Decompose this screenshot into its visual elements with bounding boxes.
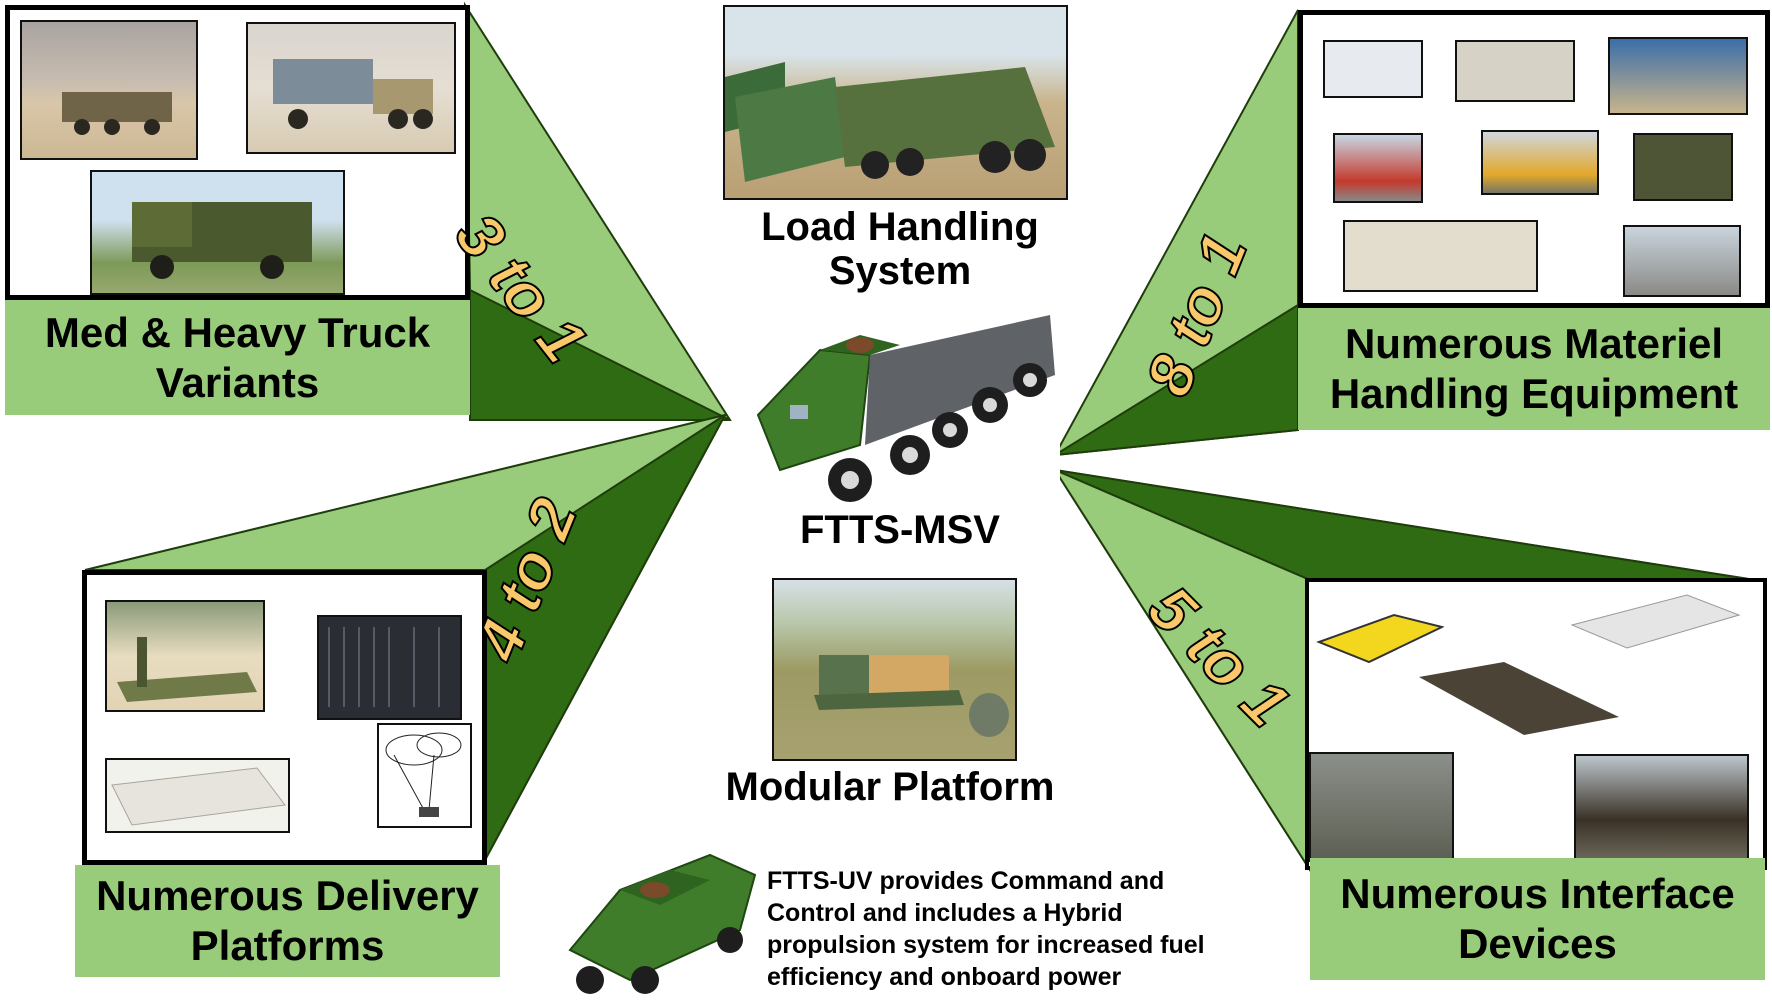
materiel-handling-label-line2: Handling Equipment [1329, 370, 1739, 417]
pallet-photo [105, 758, 290, 833]
load-handling-system-image [723, 5, 1068, 200]
mhe-photo-2 [1455, 40, 1575, 102]
container-photo [317, 615, 462, 720]
interface-photo-truck-bed [1309, 752, 1454, 862]
ftts-uv-vehicle-image [560, 830, 765, 1000]
airdrop-parachute-photo [377, 723, 472, 828]
interface-photo-hook [1574, 754, 1749, 864]
delivery-platforms-label-line2: Platforms [190, 922, 385, 969]
interface-devices-frame [1305, 578, 1767, 870]
delivery-platforms-label-line1: Numerous Delivery [96, 872, 479, 919]
truck-variants-label-line2: Variants [155, 358, 320, 406]
ftts-msv-vehicle-image [750, 295, 1060, 520]
materiel-handling-frame [1298, 10, 1770, 308]
mhe-photo-6 [1633, 133, 1733, 201]
load-handling-title: Load Handling System [730, 205, 1070, 293]
mhe-photo-7 [1343, 220, 1538, 292]
mhe-photo-8 [1623, 225, 1741, 297]
modular-platform-title: Modular Platform [725, 765, 1055, 809]
wedge-top-left-dark [469, 288, 731, 421]
truck-photo-camouflage [90, 170, 345, 295]
modular-platform-image [772, 578, 1017, 761]
mhe-photo-1 [1323, 40, 1423, 98]
ftts-uv-description: FTTS-UV provides Command and Control and… [767, 867, 1205, 991]
interface-devices-label: Numerous Interface Devices [1310, 858, 1765, 980]
mhe-photo-4 [1333, 133, 1423, 203]
delivery-platforms-label: Numerous Delivery Platforms [75, 865, 500, 977]
materiel-handling-label: Numerous Materiel Handling Equipment [1298, 308, 1770, 430]
materiel-handling-label-line1: Numerous Materiel [1344, 320, 1724, 367]
truck-variants-label: Med & Heavy Truck Variants [5, 300, 470, 415]
interface-photo-rack [1567, 590, 1742, 650]
truck-variants-label-line1: Med & Heavy Truck [44, 308, 431, 356]
interface-devices-label-line1: Numerous Interface [1340, 870, 1735, 917]
truck-photo-container [246, 22, 456, 154]
interface-devices-label-line2: Devices [1458, 920, 1617, 967]
truck-photo-desert [20, 20, 198, 160]
delivery-platforms-frame [82, 570, 487, 865]
interface-photo-mat [1414, 657, 1624, 737]
truck-variants-frame [5, 5, 470, 300]
mhe-photo-3 [1608, 37, 1748, 115]
load-handling-title-line1: Load Handling [761, 205, 1039, 249]
mhe-photo-5 [1481, 130, 1599, 195]
flatrack-photo [105, 600, 265, 712]
ftts-msv-label: FTTS-MSV [800, 508, 1000, 546]
load-handling-title-line2: System [828, 249, 972, 293]
